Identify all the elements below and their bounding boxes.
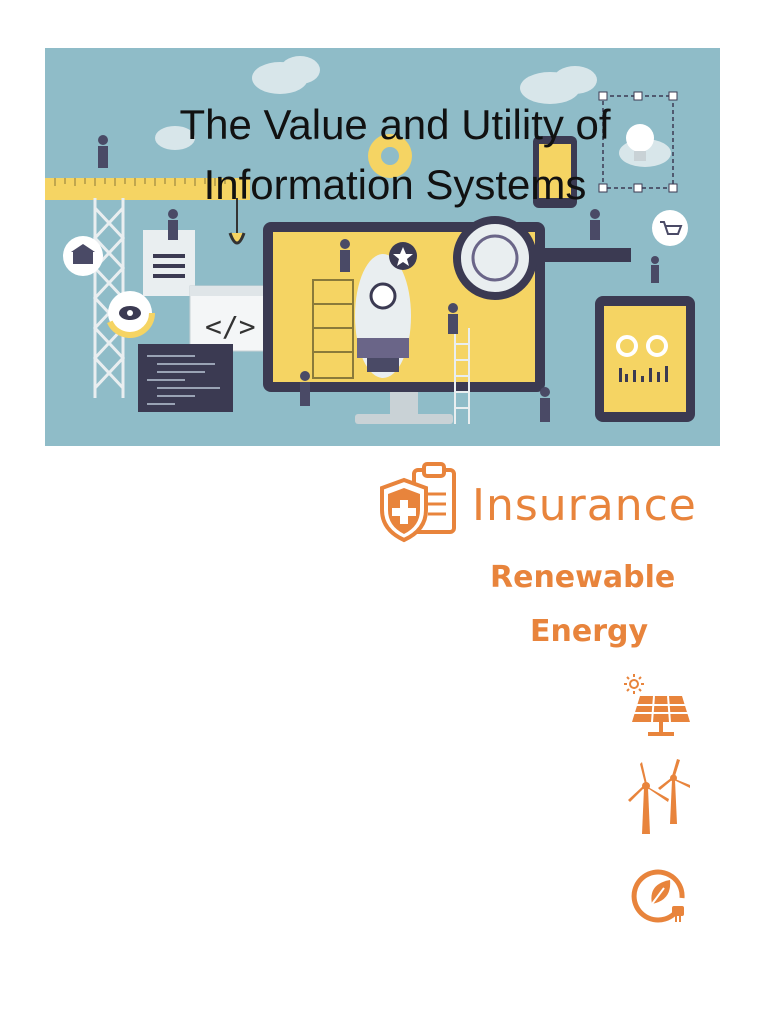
solar-panel-icon bbox=[620, 674, 694, 738]
renewable-label: Renewable bbox=[490, 560, 676, 595]
people-silhouettes bbox=[98, 135, 659, 422]
lightbulb bbox=[626, 124, 654, 152]
cart-circle bbox=[652, 210, 688, 246]
hero-banner: </> bbox=[45, 48, 720, 446]
page-title-line-1: The Value and Utility of bbox=[179, 101, 611, 148]
magnifier bbox=[453, 216, 537, 300]
ruler-bar bbox=[45, 178, 250, 200]
cloud-shapes bbox=[155, 56, 671, 167]
svg-text:</>: </> bbox=[205, 310, 256, 343]
document-shape bbox=[143, 230, 195, 296]
insurance-label: Insurance bbox=[472, 480, 697, 531]
wind-turbine-icon bbox=[628, 758, 690, 834]
energy-label: Energy bbox=[530, 614, 649, 649]
insurance-icon bbox=[378, 458, 462, 544]
page-title-line-2: Information Systems bbox=[203, 161, 587, 208]
code-panel bbox=[138, 344, 233, 412]
hero-illustration: </> bbox=[45, 56, 695, 424]
leaf-plug-icon bbox=[630, 864, 690, 924]
